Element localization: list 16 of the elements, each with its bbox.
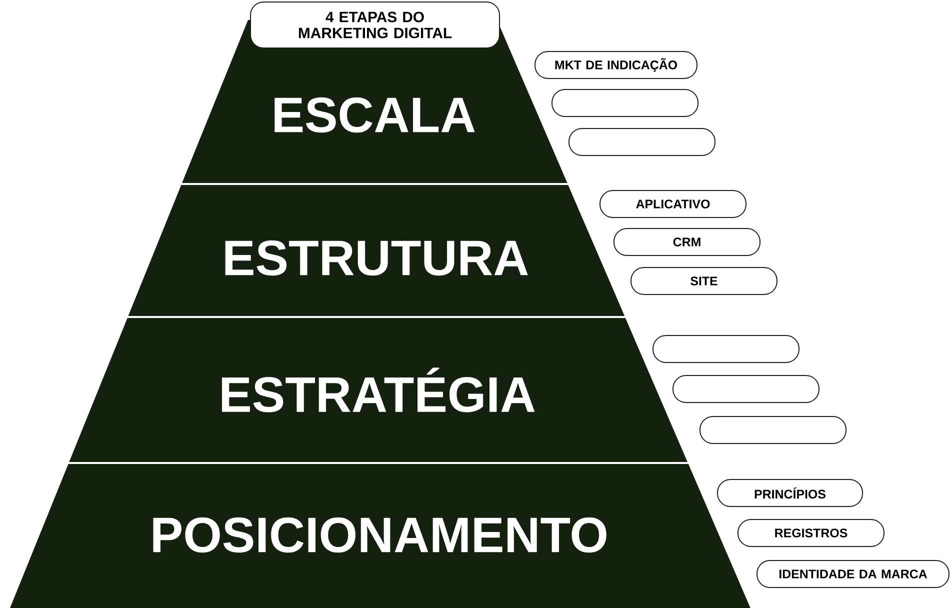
tag-pill [652, 335, 800, 363]
tag-pill: REGISTROS [738, 519, 884, 547]
tag-pill: MKT DE INDICAÇÃO [534, 51, 698, 79]
title-pill: 4 ETAPAS DO MARKETING DIGITAL [250, 2, 500, 48]
pyramid-band: ESTRATÉGIA [69, 318, 688, 462]
tag-pill [568, 128, 716, 156]
tag-pill [700, 416, 846, 444]
tag-pill [672, 375, 820, 403]
tag-pill: CRM [614, 228, 760, 256]
tag-pill [552, 89, 698, 117]
pyramid-band: ESTRUTURA [128, 185, 625, 316]
tag-pill: SITE [630, 267, 778, 295]
tag-pill: IDENTIDADE DA MARCA [756, 560, 950, 588]
tag-pill: APLICATIVO [600, 190, 746, 218]
tag-pill: PRINCÍPIOS [717, 479, 863, 507]
pyramid-band: POSICIONAMENTO [10, 464, 750, 608]
